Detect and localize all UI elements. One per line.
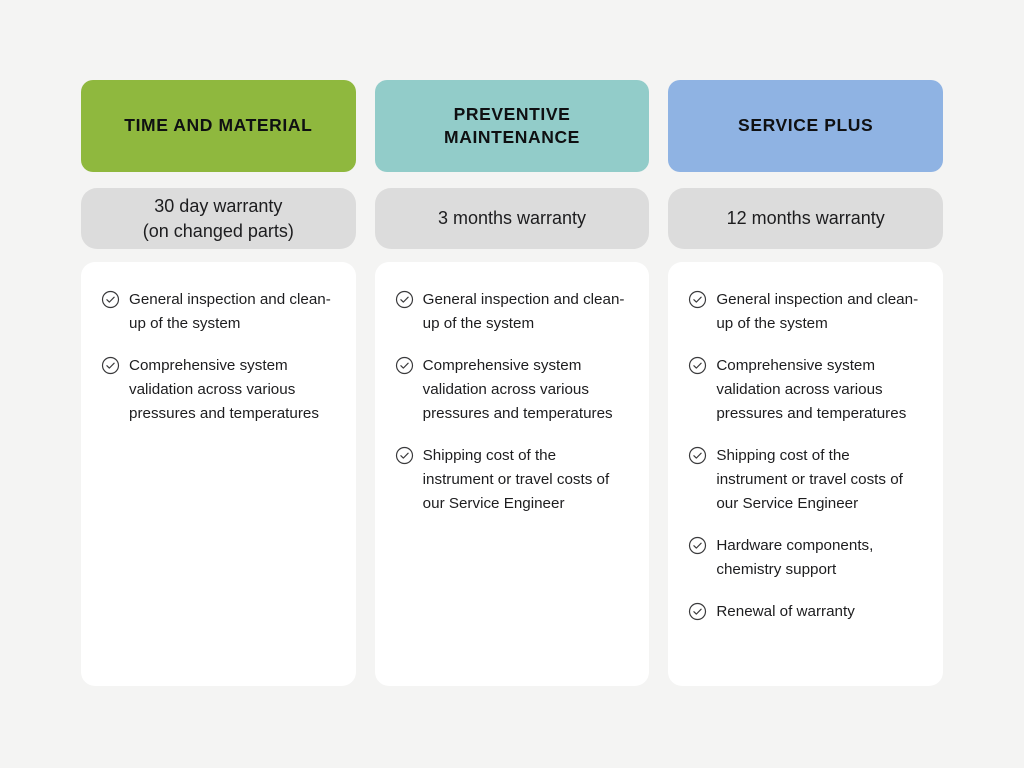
feature-item: Comprehensive system validation across v… [688, 354, 923, 426]
check-circle-icon [101, 288, 120, 309]
feature-text: Hardware components, chemistry support [716, 537, 874, 579]
feature-card-time-and-material: General inspection and clean-up of the s… [81, 262, 356, 686]
feature-item: General inspection and clean-up of the s… [101, 288, 336, 336]
plan-header-preventive-maintenance[interactable]: PREVENTIVE MAINTENANCE [374, 80, 650, 172]
feature-item: Hardware components, chemistry support [688, 534, 923, 582]
warranty-badge-time-and-material: 30 day warranty (on changed parts) [81, 188, 356, 249]
feature-card-preventive-maintenance: General inspection and clean-up of the s… [374, 262, 650, 686]
plan-header-service-plus[interactable]: SERVICE PLUS [668, 80, 944, 172]
feature-text: Comprehensive system validation across v… [422, 357, 613, 423]
feature-text: Shipping cost of the instrument or trave… [716, 447, 903, 513]
feature-list: General inspection and clean-up of the s… [688, 288, 923, 624]
plan-title: SERVICE PLUS [738, 115, 874, 136]
feature-text: Comprehensive system validation across v… [129, 357, 319, 423]
check-circle-icon [395, 288, 414, 309]
warranty-text: 12 months warranty [726, 208, 885, 229]
plan-title: TIME AND MATERIAL [124, 115, 313, 136]
feature-text: General inspection and clean-up of the s… [129, 291, 331, 333]
feature-item: Shipping cost of the instrument or trave… [688, 444, 923, 516]
check-circle-icon [688, 288, 707, 309]
feature-item: Renewal of warranty [688, 600, 923, 624]
warranty-text: 30 day warranty (on changed parts) [142, 196, 294, 241]
feature-text: General inspection and clean-up of the s… [716, 291, 919, 333]
plan-column-service-plus: SERVICE PLUS 12 months warranty General … [668, 80, 944, 686]
plan-columns: TIME AND MATERIAL 30 day warranty (on ch… [81, 80, 944, 686]
feature-text: Shipping cost of the instrument or trave… [422, 447, 610, 513]
feature-item: General inspection and clean-up of the s… [395, 288, 630, 336]
check-circle-icon [688, 444, 707, 465]
check-circle-icon [688, 354, 707, 375]
check-circle-icon [395, 354, 414, 375]
warranty-text: 3 months warranty [437, 208, 587, 229]
check-circle-icon [688, 534, 707, 555]
feature-card-service-plus: General inspection and clean-up of the s… [668, 262, 944, 686]
check-circle-icon [101, 354, 120, 375]
feature-text: General inspection and clean-up of the s… [422, 291, 625, 333]
check-circle-icon [688, 600, 707, 621]
plan-title: PREVENTIVE MAINTENANCE [444, 103, 580, 147]
feature-item: Comprehensive system validation across v… [101, 354, 336, 426]
plan-column-preventive-maintenance: PREVENTIVE MAINTENANCE 3 months warranty… [374, 80, 650, 686]
feature-list: General inspection and clean-up of the s… [395, 288, 630, 516]
feature-item: Comprehensive system validation across v… [395, 354, 630, 426]
feature-text: Renewal of warranty [716, 603, 855, 621]
warranty-badge-preventive-maintenance: 3 months warranty [374, 188, 650, 249]
feature-item: Shipping cost of the instrument or trave… [395, 444, 630, 516]
feature-item: General inspection and clean-up of the s… [688, 288, 923, 336]
plan-column-time-and-material: TIME AND MATERIAL 30 day warranty (on ch… [81, 80, 356, 686]
warranty-badge-service-plus: 12 months warranty [668, 188, 944, 249]
feature-text: Comprehensive system validation across v… [716, 357, 907, 423]
feature-list: General inspection and clean-up of the s… [101, 288, 336, 426]
check-circle-icon [395, 444, 414, 465]
plan-header-time-and-material[interactable]: TIME AND MATERIAL [81, 80, 356, 172]
